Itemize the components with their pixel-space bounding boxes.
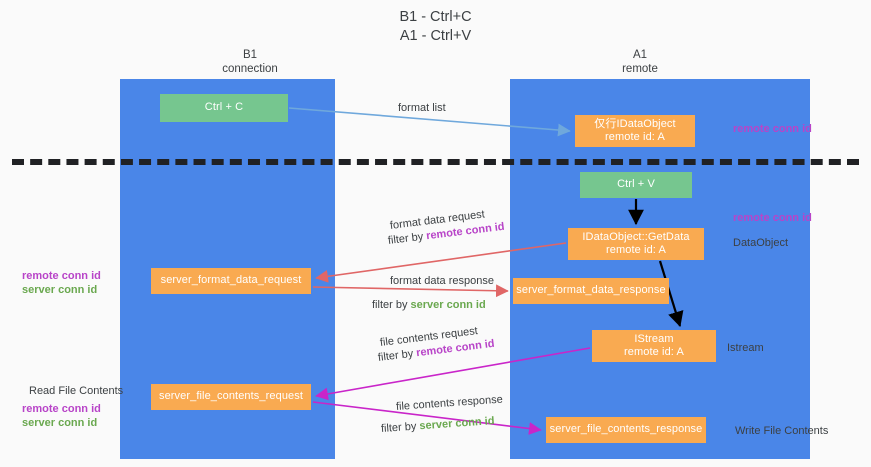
label-istream: Istream (727, 342, 764, 354)
page-title: B1 - Ctrl+C A1 - Ctrl+V (399, 9, 472, 44)
node-ctrl-v[interactable]: Ctrl + V (580, 172, 692, 198)
node-server-file-contents-request[interactable]: server_file_contents_request (151, 384, 311, 410)
label-left-server-conn-id-mid: server conn id (22, 284, 98, 296)
column-header-a1: A1 remote (622, 49, 658, 75)
edge-label-format-list: format list (398, 102, 446, 114)
filter-prefix-2: filter by (372, 299, 411, 311)
filter-prefix-3: filter by (377, 347, 417, 364)
column-header-b1: B1 connection (222, 49, 278, 75)
node-idataobject[interactable]: 仅行IDataObject remote id: A (575, 115, 695, 147)
node-ctrl-c[interactable]: Ctrl + C (160, 94, 288, 122)
filter-prefix-4: filter by (380, 420, 420, 435)
node-server-format-data-request[interactable]: server_format_data_request (151, 268, 311, 294)
edge-label-file-contents-response: file contents response (395, 393, 504, 413)
label-remote-conn-id-top: remote conn id (733, 123, 812, 135)
filter-value-server-conn-id-1: server conn id (410, 299, 486, 311)
label-left-server-conn-id-bottom: server conn id (22, 417, 98, 429)
phase-divider-dashed-line (12, 159, 859, 165)
node-server-file-contents-response[interactable]: server_file_contents_response (546, 417, 706, 443)
edge-label-filter-by-server-conn-id-1: filter by server conn id (372, 298, 486, 312)
label-dataobject: DataObject (733, 237, 789, 249)
filter-value-server-conn-id-2: server conn id (419, 415, 495, 433)
edge-label-filter-by-server-conn-id-2: filter by server conn id (381, 414, 495, 436)
edge-label-format-data-response: format data response (390, 275, 494, 287)
label-left-remote-conn-id-mid: remote conn id (22, 270, 101, 282)
label-remote-conn-id-mid: remote conn id (733, 212, 812, 224)
label-left-remote-conn-id-bottom: remote conn id (22, 403, 101, 415)
label-write-file-contents: Write File Contents (735, 425, 829, 437)
filter-prefix-1: filter by (387, 230, 427, 247)
node-idataobject-getdata[interactable]: IDataObject::GetData remote id: A (568, 228, 704, 260)
label-read-file-contents: Read File Contents (29, 385, 124, 397)
node-server-format-data-response[interactable]: server_format_data_response (513, 278, 669, 304)
node-istream[interactable]: IStream remote id: A (592, 330, 716, 362)
